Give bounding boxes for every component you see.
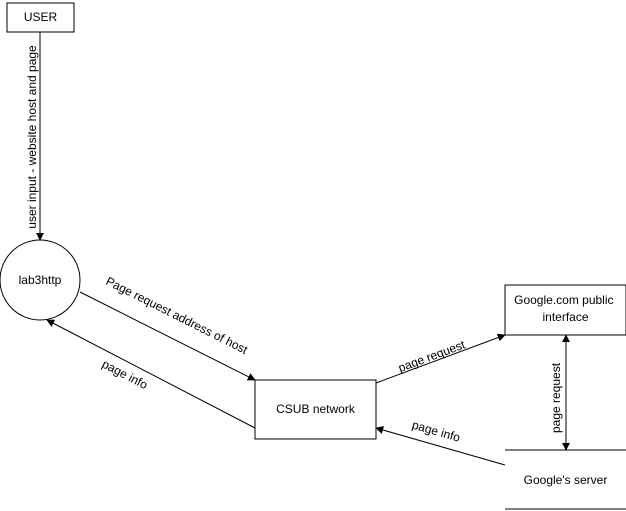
- flow-user-input-label: user input - website host and page: [25, 45, 39, 229]
- google-interface-box: [504, 284, 626, 336]
- flow-page-request-to-google-label: page request: [396, 337, 467, 375]
- flow-page-request-to-google-arrow: [375, 333, 506, 384]
- google-interface-label: Google.com public interface: [514, 293, 617, 324]
- lab3http-label: lab3http: [19, 273, 62, 287]
- google-interface-node[interactable]: Google.com public interface: [504, 284, 626, 336]
- google-server-label: Google's server: [524, 473, 608, 487]
- user-entity-box: [6, 2, 75, 33]
- flow-page-request-vertical[interactable]: page request: [549, 334, 570, 451]
- google-interface-label-line-2: interface: [542, 310, 588, 324]
- google-server-store[interactable]: Google's server: [505, 449, 626, 510]
- flow-page-request-address-label: Page request address of host: [104, 274, 251, 357]
- flow-page-request-vertical-label: page request: [549, 362, 563, 433]
- flow-page-info-from-server[interactable]: page info: [375, 418, 506, 466]
- user-entity[interactable]: USER: [6, 2, 75, 33]
- csub-network-box: [254, 379, 377, 440]
- csub-network-node[interactable]: CSUB network: [254, 379, 377, 440]
- flow-page-info-from-server-arrow: [375, 426, 506, 466]
- flow-page-request-address-arrow: [79, 291, 256, 381]
- google-interface-label-line-1: Google.com public: [514, 293, 613, 307]
- flow-page-info-from-server-label: page info: [410, 418, 462, 445]
- csub-network-label: CSUB network: [276, 402, 356, 416]
- flow-user-input[interactable]: user input - website host and page: [25, 32, 44, 241]
- flow-page-request-to-google[interactable]: page request: [375, 333, 506, 384]
- flow-page-info-to-process-label: page info: [100, 357, 151, 392]
- lab3http-process[interactable]: lab3http: [0, 239, 81, 321]
- flow-page-info-to-process-arrow: [46, 319, 256, 429]
- user-entity-label: USER: [24, 10, 58, 24]
